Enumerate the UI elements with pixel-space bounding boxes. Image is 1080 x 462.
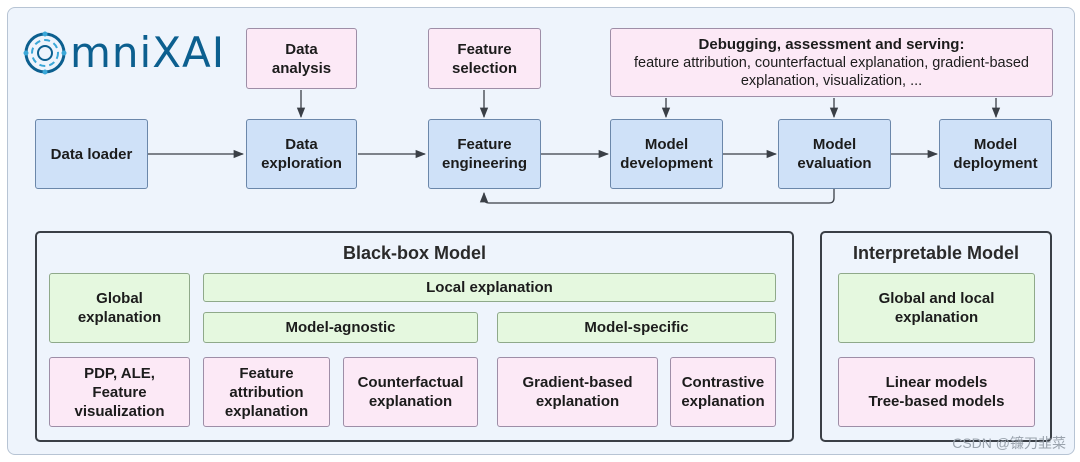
- gradient-based-explanation-box: Gradient-based explanation: [497, 357, 658, 427]
- interpretable-model-title: Interpretable Model: [852, 243, 1020, 263]
- interpretable-models-box: Linear models Tree-based models: [838, 357, 1035, 427]
- feature-selection-box: Feature selection: [428, 28, 541, 89]
- model-evaluation-box: Model evaluation: [778, 119, 891, 189]
- debugging-detail: feature attribution, counterfactual expl…: [634, 55, 1029, 89]
- data-loader-box: Data loader: [35, 119, 148, 189]
- model-specific-box: Model-specific: [497, 312, 776, 343]
- logo-text: mniXAI: [70, 28, 226, 77]
- blackbox-model-title: Black-box Model: [342, 243, 487, 263]
- model-development-box: Model development: [610, 119, 723, 189]
- data-analysis-box: Data analysis: [246, 28, 357, 89]
- pdp-ale-visualization-box: PDP, ALE, Feature visualization: [49, 357, 190, 427]
- data-exploration-box: Data exploration: [246, 119, 357, 189]
- local-explanation-box: Local explanation: [203, 273, 776, 302]
- omnixai-logo: mniXAI: [22, 30, 225, 76]
- counterfactual-explanation-box: Counterfactual explanation: [343, 357, 478, 427]
- feature-engineering-box: Feature engineering: [428, 119, 541, 189]
- global-explanation-box: Global explanation: [49, 273, 190, 343]
- model-agnostic-box: Model-agnostic: [203, 312, 478, 343]
- contrastive-explanation-box: Contrastive explanation: [670, 357, 776, 427]
- model-deployment-box: Model deployment: [939, 119, 1052, 189]
- feature-attribution-box: Feature attribution explanation: [203, 357, 330, 427]
- debugging-title: Debugging, assessment and serving:: [698, 36, 965, 53]
- omnixai-circular-logo-icon: [23, 31, 67, 75]
- debugging-assessment-box: Debugging, assessment and serving: featu…: [610, 28, 1053, 97]
- global-and-local-explanation-box: Global and local explanation: [838, 273, 1035, 343]
- watermark: CSDN @镰刀韭菜: [952, 435, 1066, 451]
